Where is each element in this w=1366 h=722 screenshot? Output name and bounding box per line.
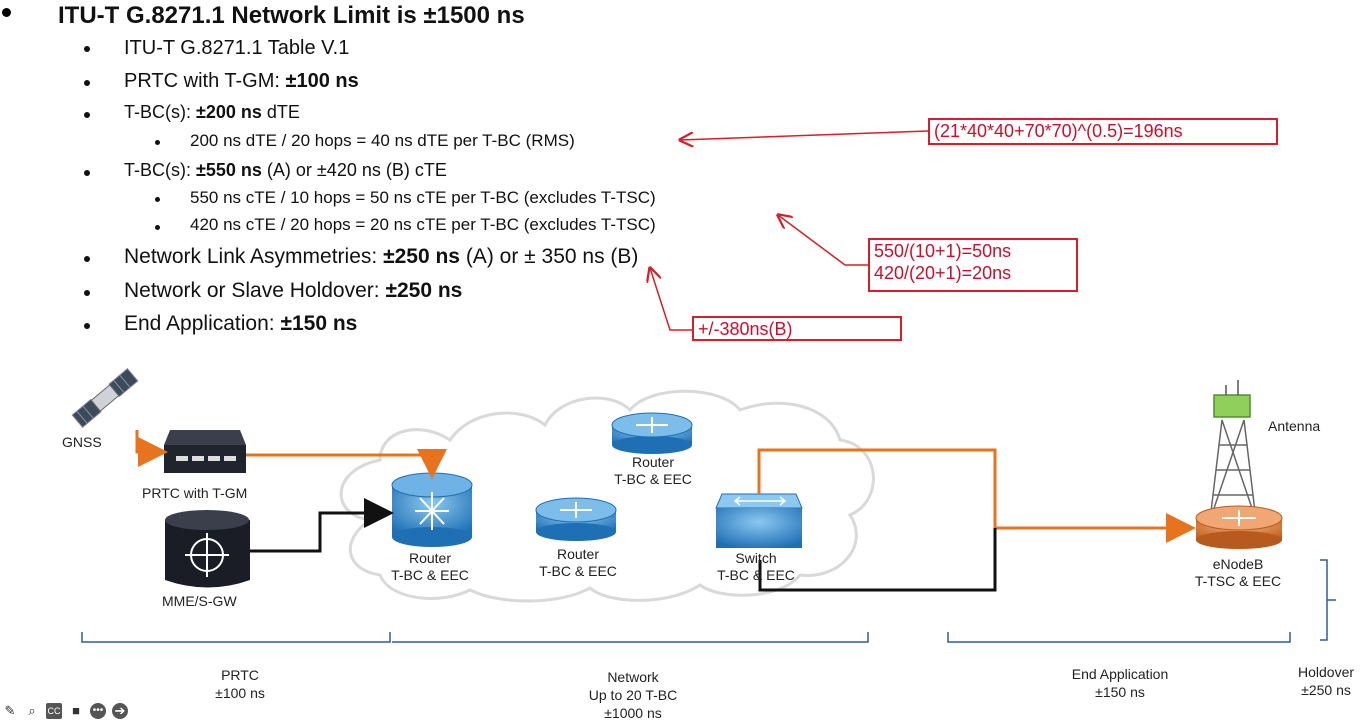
switch-icon (715, 493, 803, 548)
network-cloud (339, 389, 875, 603)
router-3-icon (611, 412, 693, 454)
satellite-icon (71, 368, 139, 428)
mme-label: MME/S-GW (162, 593, 237, 609)
bullet-dot (155, 197, 160, 202)
more-icon[interactable]: ••• (90, 703, 106, 719)
bracket-endapp-label: End Application±150 ns (1071, 666, 1169, 700)
prtc-device-icon (164, 430, 246, 473)
bullet-end-app: End Application: ±150 ns (124, 312, 358, 335)
bullet-tbc-dte: T-BC(s): ±200 ns dTE (124, 102, 300, 122)
bullet-cte-b: 420 ns cTE / 20 hops = 20 ns cTE per T-B… (190, 215, 656, 234)
next-icon[interactable]: ➔ (112, 703, 128, 719)
bullet-prtc: PRTC with T-GM: ±100 ns (124, 70, 359, 92)
bracket-holdover-label: Holdover±250 ns (1297, 664, 1355, 698)
bullet-dot (84, 112, 90, 118)
enodeb-icon (1195, 505, 1283, 549)
bullet-dot (84, 46, 90, 52)
bracket-prtc-label: PRTC±100 ns (215, 667, 265, 701)
bullet-tbc-cte: T-BC(s): ±550 ns (A) or ±420 ns (B) cTE (124, 160, 447, 180)
bullet-dot (155, 140, 160, 145)
router-2-icon (535, 497, 617, 541)
bullet-dot (84, 170, 90, 176)
bullet-dot (84, 80, 90, 86)
bullet-dot (84, 323, 90, 329)
bullet-dot (84, 290, 90, 296)
bullet-dot (155, 225, 160, 230)
router-1-icon (391, 472, 473, 547)
gnss-label: GNSS (62, 434, 102, 450)
search-icon[interactable]: ⌕ (28, 703, 36, 718)
mme-device-icon (165, 510, 250, 588)
bullet-dte-per-hop: 200 ns dTE / 20 hops = 40 ns dTE per T-B… (190, 131, 575, 150)
annotation-asym-box: +/-380ns(B) (692, 316, 902, 341)
black-links (250, 498, 997, 592)
title-bullet (2, 8, 11, 17)
bullet-dot (84, 256, 90, 262)
antenna-tower-icon (1209, 380, 1257, 521)
bullet-cte-a: 550 ns cTE / 10 hops = 50 ns cTE per T-B… (190, 188, 656, 207)
pen-icon[interactable]: ✎ (4, 703, 16, 718)
bullet-table-ref: ITU-T G.8271.1 Table V.1 (124, 37, 350, 59)
slide-title: ITU-T G.8271.1 Network Limit is ±1500 ns (58, 2, 525, 29)
prtc-label: PRTC with T-GM (142, 485, 248, 501)
bottom-brackets (81, 559, 1336, 643)
cc-icon[interactable]: CC (46, 703, 62, 719)
orange-timing-links (135, 430, 1196, 543)
annotation-cte-box: 550/(10+1)=50ns 420/(20+1)=20ns (868, 238, 1078, 292)
antenna-label: Antenna (1268, 418, 1321, 434)
bullet-asymmetries: Network Link Asymmetries: ±250 ns (A) or… (124, 245, 639, 268)
camera-icon[interactable]: ■ (72, 703, 80, 718)
red-arrows (650, 130, 929, 331)
presentation-toolbar: ✎ ⌕ CC ■ ••• ➔ (0, 700, 192, 722)
annotation-rms-box: (21*40*40+70*70)^(0.5)=196ns (928, 118, 1278, 145)
bullet-holdover: Network or Slave Holdover: ±250 ns (124, 279, 463, 302)
